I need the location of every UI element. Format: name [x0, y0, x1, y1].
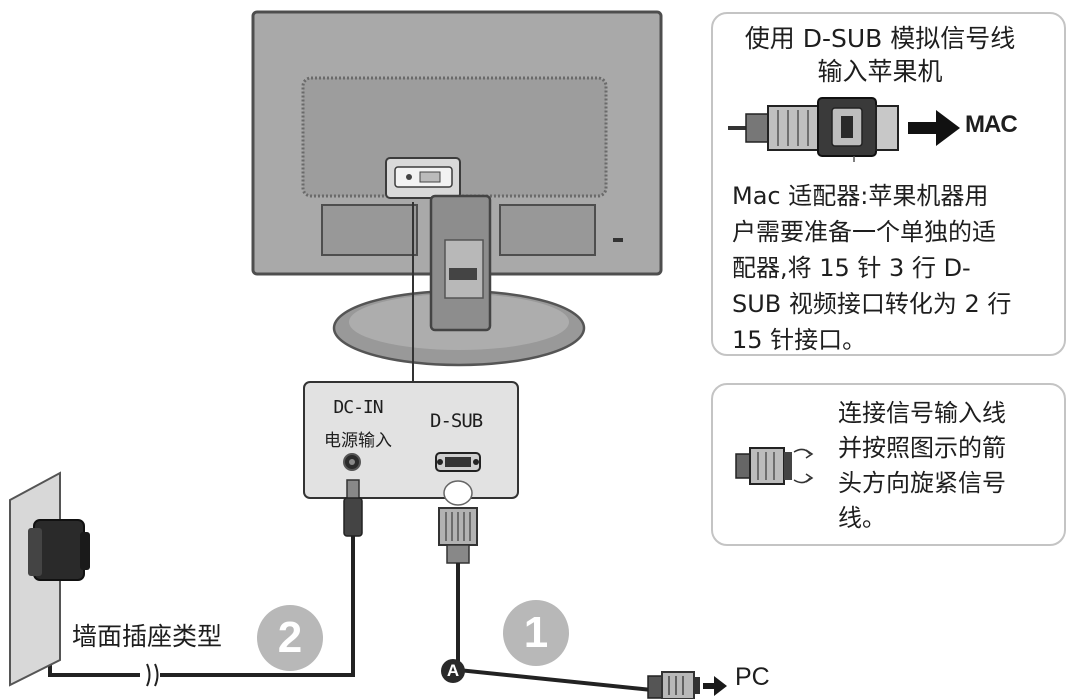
cable-a-marker: A — [441, 659, 465, 683]
mac-adapter-description: Mac 适配器:苹果机器用 户需要准备一个单独的适 配器,将 15 针 3 行 … — [732, 182, 1012, 354]
tighten-cable-instruction: 连接信号输入线 并按照图示的箭 头方向旋紧信号 线。 — [838, 399, 1006, 532]
pc-connector — [647, 671, 727, 699]
d-sub-port-label: D-SUB — [430, 410, 483, 432]
mac-target-label: MAC — [965, 111, 1018, 138]
step-2-badge: 2 — [257, 605, 323, 671]
monitor-stand — [332, 194, 586, 367]
mac-adapter-panel — [711, 12, 1066, 356]
mac-adapter-illustration — [728, 97, 960, 162]
pc-label: PC — [735, 663, 770, 691]
port-panel — [303, 381, 519, 499]
mac-panel-title: 使用 D-SUB 模拟信号线 输入苹果机 — [744, 24, 1016, 86]
step-1-badge: 1 — [503, 600, 569, 666]
wall-socket-label: 墙面插座类型 — [72, 622, 223, 651]
dc-in-port-label: DC-IN — [333, 397, 383, 418]
dc-in-port-label-cn: 电源输入 — [324, 431, 392, 451]
tighten-connector-illustration — [735, 447, 814, 485]
wall-adapter — [9, 471, 90, 687]
